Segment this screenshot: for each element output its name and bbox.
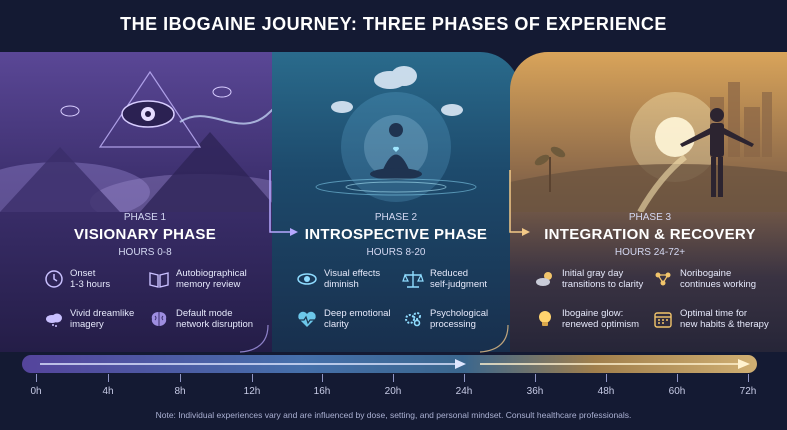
phase-3-hours: HOURS 24-72+ bbox=[614, 247, 686, 258]
arrow-right-icon bbox=[455, 359, 466, 369]
arrow-right-icon bbox=[738, 359, 750, 369]
phase-2-panel: PHASE 2 INTROSPECTIVE PHASE HOURS 8-20 bbox=[272, 52, 520, 352]
phase-2-item-visual: Visual effects diminish bbox=[296, 268, 380, 290]
phase-1-hours: HOURS 0-8 bbox=[118, 247, 172, 258]
phase-1-item-memory: Autobiographical memory review bbox=[148, 268, 247, 290]
phase-3-label: PHASE 3 bbox=[628, 212, 672, 223]
phase-3-item-glow: Ibogaine glow: renewed optimism bbox=[534, 308, 639, 330]
timeline-arrows bbox=[40, 359, 750, 369]
phase-2-item-judgment: Reduced self-judgment bbox=[402, 268, 487, 290]
timeline-tick-label: 72h bbox=[739, 386, 757, 397]
timeline-tick-mark bbox=[252, 374, 253, 382]
item-text: Vivid dreamlike imagery bbox=[70, 308, 135, 330]
phase-2-name: INTROSPECTIVE PHASE bbox=[304, 226, 488, 243]
timeline-tick-label: 36h bbox=[526, 386, 544, 397]
phase-1-item-imagery: Vivid dreamlike imagery bbox=[44, 308, 134, 330]
timeline-tick-label: 20h bbox=[384, 386, 402, 397]
clock-icon bbox=[45, 270, 63, 288]
item-text: Reduced self-judgment bbox=[430, 268, 488, 290]
arrow-right-icon bbox=[290, 228, 298, 236]
phase-1-item-onset: Onset 1-3 hours bbox=[44, 268, 110, 290]
eye-icon bbox=[297, 273, 317, 285]
phase-2-item-processing: Psychological processing bbox=[402, 308, 488, 330]
phase-1-label: PHASE 1 bbox=[123, 212, 167, 223]
phase-3-item-noribogaine: Noribogaine continues working bbox=[652, 268, 756, 290]
meditation-scene-illustration bbox=[315, 66, 477, 202]
gears-head-icon bbox=[405, 312, 421, 327]
book-icon bbox=[149, 272, 169, 288]
timeline-tick-mark bbox=[677, 374, 678, 382]
phase-1-name: VISIONARY PHASE bbox=[73, 226, 217, 243]
calendar-icon bbox=[654, 312, 672, 328]
item-text: Autobiographical memory review bbox=[176, 268, 247, 290]
item-text: Onset 1-3 hours bbox=[70, 268, 111, 290]
plant-illustration bbox=[534, 146, 566, 192]
sunrise-scene-illustration bbox=[510, 82, 787, 212]
timeline-tick-label: 0h bbox=[30, 386, 42, 397]
timeline-tick-label: 12h bbox=[243, 386, 261, 397]
timeline-tick-label: 60h bbox=[668, 386, 686, 397]
phase-1-panel: PHASE 1 VISIONARY PHASE HOURS 0-8 bbox=[0, 52, 300, 352]
scales-icon bbox=[402, 271, 424, 288]
timeline-tick-mark bbox=[464, 374, 465, 382]
timeline-tick-label: 16h bbox=[313, 386, 331, 397]
disclaimer-note: Note: Individual experiences vary and ar… bbox=[155, 410, 632, 420]
item-text: Noribogaine continues working bbox=[680, 268, 757, 290]
sun-cloud-icon bbox=[536, 272, 552, 286]
item-text: Visual effects diminish bbox=[324, 268, 381, 290]
page-title: THE IBOGAINE JOURNEY: THREE PHASES OF EX… bbox=[120, 14, 667, 34]
person-arms-open-illustration bbox=[680, 108, 754, 197]
timeline-tick-label: 24h bbox=[455, 386, 473, 397]
phase-2-label: PHASE 2 bbox=[374, 212, 418, 223]
timeline-tick-mark bbox=[606, 374, 607, 382]
item-text: Deep emotional clarity bbox=[324, 308, 391, 330]
timeline-tick-mark bbox=[108, 374, 109, 382]
item-text: Default mode network disruption bbox=[176, 308, 254, 330]
meditating-figure bbox=[370, 123, 422, 180]
phase-3-item-gray-day: Initial gray day transitions to clarity bbox=[534, 268, 643, 290]
timeline-tick-label: 48h bbox=[597, 386, 615, 397]
molecule-icon bbox=[655, 272, 671, 286]
phase-3-item-habits: Optimal time for new habits & therapy bbox=[652, 308, 769, 330]
timeline-tick-mark bbox=[36, 374, 37, 382]
phase-1-item-network: Default mode network disruption bbox=[148, 308, 253, 330]
timeline-tick-label: 8h bbox=[174, 386, 186, 397]
timeline-tick-mark bbox=[180, 374, 181, 382]
phase-3-name: INTEGRATION & RECOVERY bbox=[544, 226, 756, 243]
timeline-tick-label: 4h bbox=[102, 386, 114, 397]
timeline-tick-mark bbox=[748, 374, 749, 382]
phase-2-item-emotional: Deep emotional clarity bbox=[296, 308, 391, 330]
arrow-right-icon bbox=[522, 228, 530, 236]
visionary-scene-illustration bbox=[0, 70, 300, 212]
item-text: Ibogaine glow: renewed optimism bbox=[562, 308, 640, 330]
eye-illustration bbox=[98, 70, 202, 148]
heart-pulse-icon bbox=[298, 311, 316, 327]
timeline-tick-mark bbox=[322, 374, 323, 382]
phase-2-hours: HOURS 8-20 bbox=[366, 247, 426, 258]
item-text: Optimal time for new habits & therapy bbox=[680, 308, 769, 330]
timeline-tick-mark bbox=[393, 374, 394, 382]
item-text: Psychological processing bbox=[430, 308, 489, 330]
dream-cloud-icon bbox=[46, 313, 62, 327]
brain-icon bbox=[151, 312, 167, 326]
lightbulb-icon bbox=[539, 311, 551, 326]
item-text: Initial gray day transitions to clarity bbox=[562, 268, 644, 290]
phase-3-panel: PHASE 3 INTEGRATION & RECOVERY HOURS 24-… bbox=[510, 52, 787, 352]
timeline-tick-mark bbox=[535, 374, 536, 382]
